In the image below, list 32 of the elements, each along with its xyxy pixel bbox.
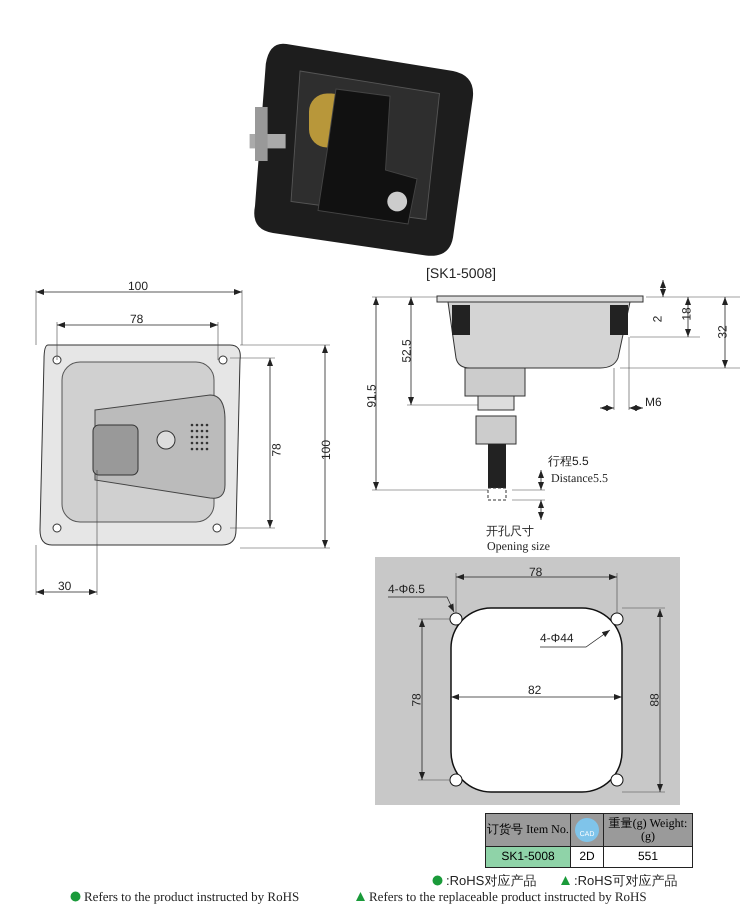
dimension-value: 100 [128, 280, 148, 292]
table-cell: 551 [603, 846, 693, 868]
dimension-value: 78 [410, 693, 423, 707]
dimension-value: 2 [651, 316, 664, 322]
leader-line [540, 630, 610, 648]
legend-text: Refers to the product instructed by RoHS [84, 890, 300, 903]
section-heading: Opening size [487, 540, 550, 552]
legend-text: Refers to the replaceable product instructed by RoHS [369, 890, 647, 903]
model-heading: [SK1-5008] [426, 266, 496, 280]
callout-label: 4-Φ44 [540, 632, 574, 644]
dimension-value: 91.5 [366, 384, 378, 408]
dimension-value: 30 [58, 580, 72, 592]
dimension-value: M6 [645, 396, 662, 408]
dimension-value: 18 [680, 307, 693, 321]
dimension-value: 52.5 [400, 339, 413, 363]
dimension-value: 32 [716, 325, 729, 339]
stroke-label: Distance5.5 [551, 472, 608, 484]
dimension-value: 100 [320, 440, 332, 460]
callout-label: 4-Φ6.5 [388, 583, 425, 595]
dimension-value: 78 [130, 313, 144, 325]
section-heading: 开孔尺寸 [486, 525, 534, 537]
table-header-cell: 重量(g) Weight:(g) [603, 813, 693, 847]
legend-text: :RoHS对应产品 [446, 874, 536, 887]
leader-line [388, 596, 454, 612]
table-cell: SK1-5008 [485, 846, 571, 868]
dimension-value: 88 [648, 693, 661, 707]
table-header-cell: 订货号 Item No. [485, 813, 571, 847]
dimension-value: 78 [529, 566, 542, 578]
stroke-label: 行程5.5 [548, 455, 589, 467]
legend-text: :RoHS可对应产品 [574, 874, 678, 887]
dimension-value: 82 [528, 684, 542, 696]
dimension-value: 78 [270, 443, 283, 457]
